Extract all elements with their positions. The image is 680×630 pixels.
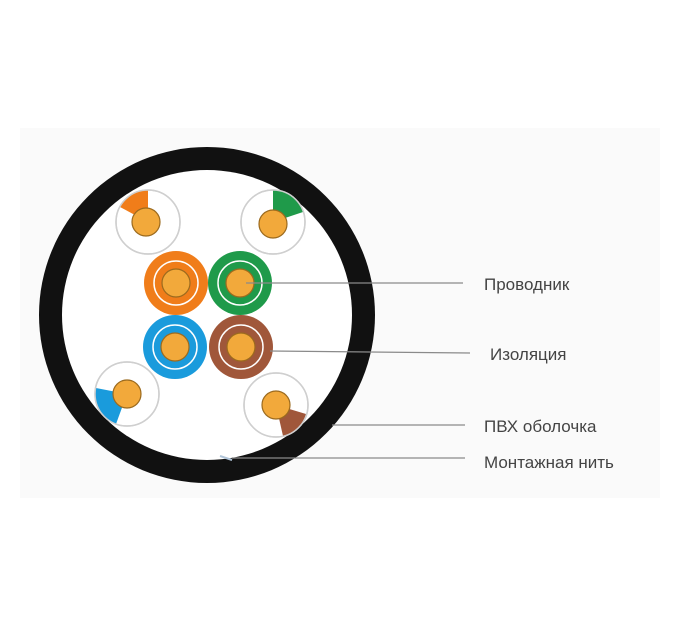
conductor [258, 209, 288, 239]
leader-insulation [269, 350, 471, 354]
pair-orange [115, 189, 208, 315]
wire-blue-white [94, 361, 160, 427]
label-conductor: Проводник [484, 275, 570, 294]
conductor [261, 390, 291, 420]
label-rip-cord: Монтажная нить [484, 453, 614, 472]
label-pvc-sheath: ПВХ оболочка [484, 417, 597, 436]
wire-green-white [240, 189, 306, 255]
rip-cord [219, 455, 233, 461]
conductor [160, 332, 190, 362]
wire-green [208, 251, 272, 315]
label-insulation: Изоляция [490, 345, 566, 364]
conductor [112, 379, 142, 409]
wire-orange [144, 251, 208, 315]
pair-blue [94, 315, 207, 427]
pair-green [208, 189, 306, 315]
wire-orange-white [115, 189, 181, 255]
wire-blue [143, 315, 207, 379]
conductor [131, 207, 161, 237]
wire-brown [209, 315, 273, 379]
conductor [161, 268, 191, 298]
pair-brown [209, 315, 309, 438]
conductor [226, 332, 256, 362]
wire-brown-white [243, 372, 309, 438]
